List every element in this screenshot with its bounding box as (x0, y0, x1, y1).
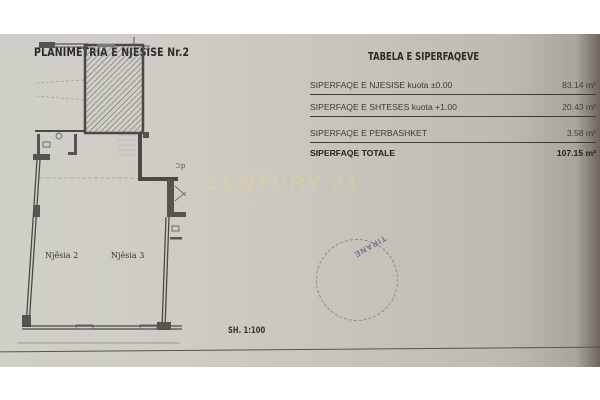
floor-plan-drawing: ⊃p (17, 37, 187, 344)
svg-text:⊃p: ⊃p (175, 162, 186, 170)
scale-label: SH. 1:100 (228, 326, 266, 336)
watermark: CENTURY 21 (204, 170, 360, 195)
area-row: SIPERFAQE E NJESISE kuota ±0.00 83.14 m² (310, 78, 596, 95)
floor-plan-photo: PLANIMETRIA E NJESISE Nr.2 (0, 34, 600, 367)
room-label-njesia-2: Njësia 2 (45, 251, 79, 260)
area-row-label: SIPERFAQE E PERBASHKET (310, 128, 428, 138)
area-row-value: 83.14 m² (562, 80, 596, 90)
area-table-title: TABELA E SIPERFAQEVE (368, 51, 480, 63)
area-row: SIPERFAQE E SHTESES kuota +1.00 20.43 m² (310, 100, 596, 117)
watermark-sub: Gold (232, 200, 251, 207)
area-total-value: 107.15 m² (556, 148, 596, 158)
area-row-value: 20.43 m² (562, 102, 596, 112)
area-row: SIPERFAQE E PERBASHKET 3.58 m² (310, 126, 596, 143)
area-total-row: SIPERFAQE TOTALE 107.15 m² (310, 146, 596, 162)
area-total-label: SIPERFAQE TOTALE (310, 148, 396, 158)
area-row-value: 3.58 m² (566, 128, 596, 138)
area-row-label: SIPERFAQE E NJESISE kuota ±0.00 (310, 80, 453, 90)
room-label-njesia-3: Njësia 3 (111, 251, 145, 260)
stamp-icon (309, 232, 405, 328)
area-row-label: SIPERFAQE E SHTESES kuota +1.00 (310, 102, 457, 112)
